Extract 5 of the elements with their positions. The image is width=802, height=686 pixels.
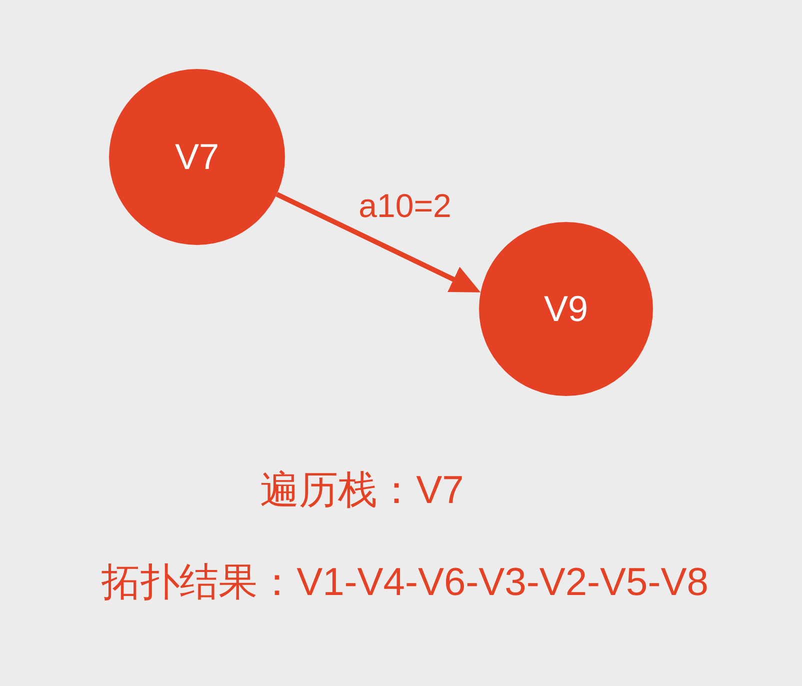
result-text: 拓扑结果：V1-V4-V6-V3-V2-V5-V8: [102, 560, 708, 606]
vertex-label: V9: [544, 288, 588, 330]
stack-text: 遍历栈：V7: [260, 468, 464, 514]
vertex-label: V7: [174, 136, 220, 178]
arrow: [276, 192, 482, 295]
